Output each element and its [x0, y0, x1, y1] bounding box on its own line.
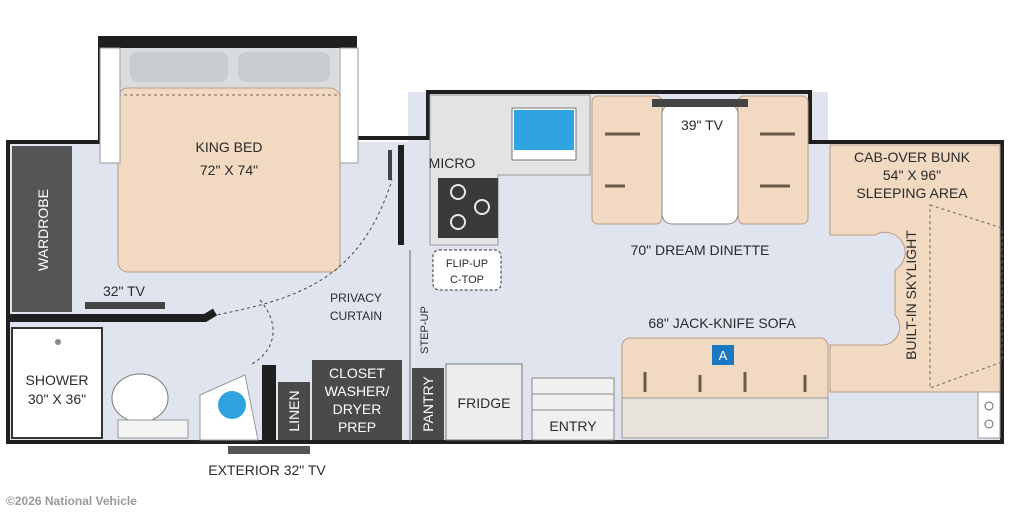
- wardrobe-label: WARDROBE: [35, 189, 51, 271]
- flipup-label-1: FLIP-UP: [446, 258, 488, 270]
- privacy-label-2: CURTAIN: [330, 309, 382, 323]
- exterior-tv-label: EXTERIOR 32" TV: [208, 462, 326, 478]
- shower-label: SHOWER: [26, 372, 89, 388]
- step-up: STEP-UP: [409, 250, 431, 442]
- copyright-text: ©2026 National Vehicle: [6, 494, 137, 508]
- bunk-label-2: 54" X 96": [883, 167, 941, 183]
- closets: LINEN CLOSET WASHER/ DRYER PREP: [262, 360, 402, 441]
- bathroom-fixtures: [111, 373, 259, 441]
- bedroom-tv-label: 32" TV: [103, 283, 146, 299]
- king-bed-size: 72" X 74": [200, 162, 258, 178]
- dinette-tv-label: 39" TV: [681, 117, 724, 133]
- kitchen: MICRO FLIP-UP C-TOP: [429, 94, 591, 291]
- exterior-tv: EXTERIOR 32" TV: [208, 446, 326, 478]
- dinette: 39" TV 70" DREAM DINETTE: [591, 95, 809, 258]
- entry: ENTRY: [531, 377, 615, 441]
- sofa: A 68" JACK-KNIFE SOFA: [621, 315, 829, 439]
- closet-label-1: CLOSET: [329, 365, 385, 381]
- divider-walls: [8, 145, 404, 322]
- closet-label-4: PREP: [338, 419, 376, 435]
- linen-label: LINEN: [286, 390, 302, 431]
- bedroom: KING BED 72" X 74": [99, 38, 359, 273]
- bunk-label-1: CAB-OVER BUNK: [854, 149, 971, 165]
- pantry-label: PANTRY: [420, 376, 436, 432]
- entry-label: ENTRY: [549, 418, 597, 434]
- wardrobe: WARDROBE: [12, 146, 72, 312]
- king-bed-label: KING BED: [196, 139, 263, 155]
- sofa-label: 68" JACK-KNIFE SOFA: [648, 315, 796, 331]
- closet-label-2: WASHER/: [325, 383, 390, 399]
- flipup-label-2: C-TOP: [450, 274, 484, 286]
- bunk-label-3: SLEEPING AREA: [856, 185, 968, 201]
- cab-over-bunk: CAB-OVER BUNK 54" X 96" SLEEPING AREA BU…: [829, 144, 1003, 439]
- pantry-fridge: PANTRY FRIDGE: [412, 363, 523, 441]
- privacy-curtain: PRIVACY CURTAIN: [199, 179, 393, 366]
- closet-label-3: DRYER: [333, 401, 382, 417]
- shower: SHOWER 30" X 36": [11, 327, 103, 439]
- sofa-marker: A: [719, 348, 728, 363]
- dinette-label: 70" DREAM DINETTE: [631, 242, 770, 258]
- fridge-label: FRIDGE: [458, 395, 511, 411]
- micro-label: MICRO: [429, 155, 476, 171]
- skylight-label: BUILT-IN SKYLIGHT: [903, 230, 919, 360]
- privacy-label-1: PRIVACY: [330, 291, 382, 305]
- step-up-label: STEP-UP: [419, 306, 431, 354]
- shower-size: 30" X 36": [28, 391, 86, 407]
- bedroom-tv: 32" TV: [85, 283, 165, 309]
